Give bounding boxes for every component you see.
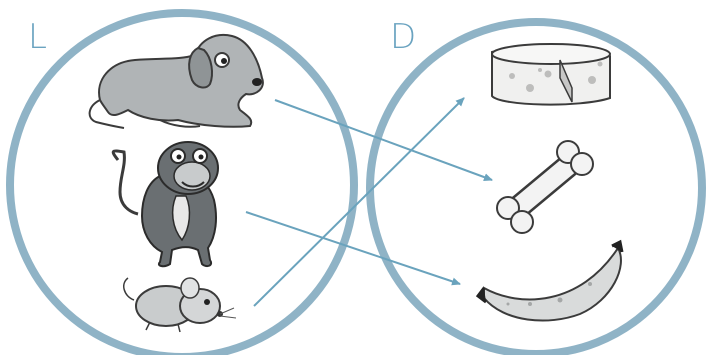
bone-icon xyxy=(497,141,593,233)
set-l-label: L xyxy=(28,20,47,54)
cheese-icon xyxy=(492,44,610,105)
arrow-dog-to-bone xyxy=(275,100,492,180)
set-d-label: D xyxy=(390,20,416,54)
monkey-icon xyxy=(113,142,218,266)
dog-icon xyxy=(90,35,263,128)
mouse-icon xyxy=(124,278,236,332)
banana-icon xyxy=(478,242,622,321)
